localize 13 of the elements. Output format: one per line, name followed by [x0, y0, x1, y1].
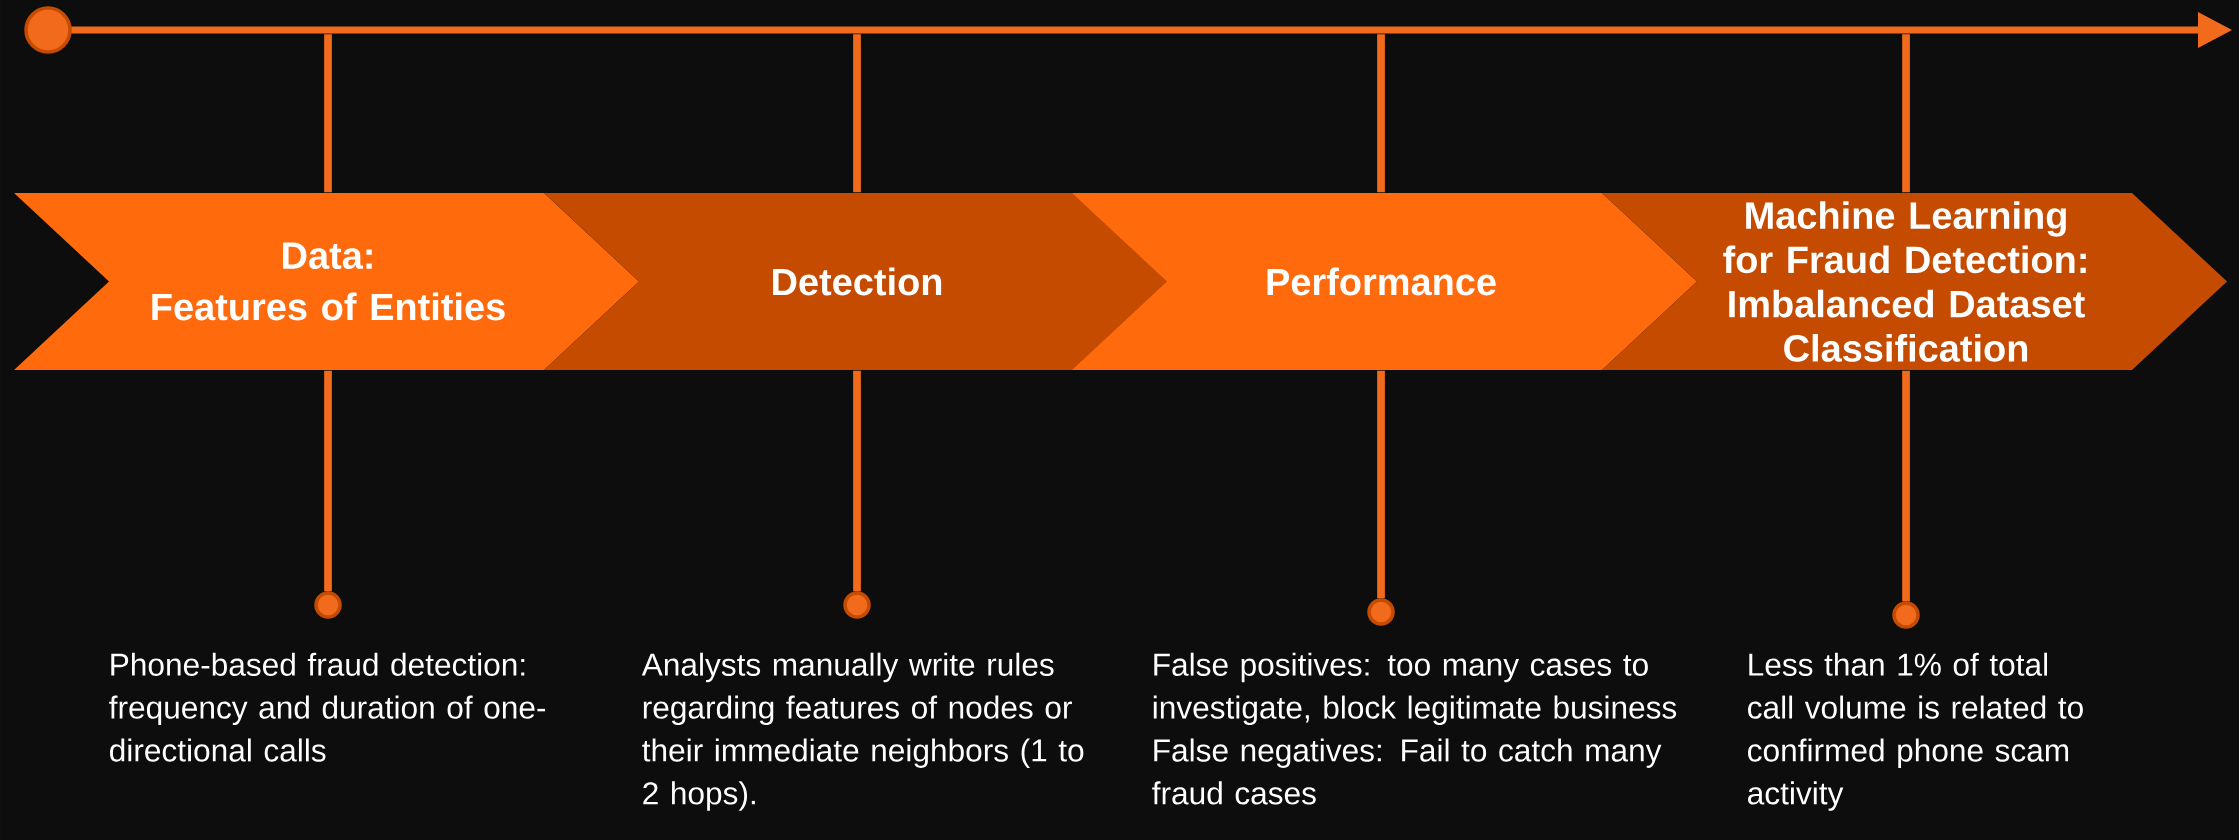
marker-dot [1367, 598, 1395, 626]
chevron-step: Data: Features of Entities [14, 193, 639, 370]
description-text: False positives: too many cases to investigate, block legitimate business False negatives: Fail to catch many fraud cases [1152, 652, 1677, 805]
marker-dot [843, 591, 871, 619]
description-text: Analysts manually write rules regarding features of nodes or their immediate neighbors (1 to 2 hops). [641, 652, 1084, 811]
chevron-step: Detection [544, 193, 1170, 370]
chevron-step: Machine Learning for Fraud Detection: Imbalanced Dataset Classification [1602, 193, 2227, 370]
description-text: Phone-based fraud detection: frequency and duration of one-directional calls [109, 652, 546, 762]
description-text: Less than 1% of total call volume is related to confirmed phone scam activity [1748, 652, 2083, 811]
chevron-step: Performance [1072, 193, 1698, 370]
marker-dot [1892, 601, 1920, 629]
marker-dot [314, 591, 342, 619]
timeline-arrow [24, 6, 2233, 54]
